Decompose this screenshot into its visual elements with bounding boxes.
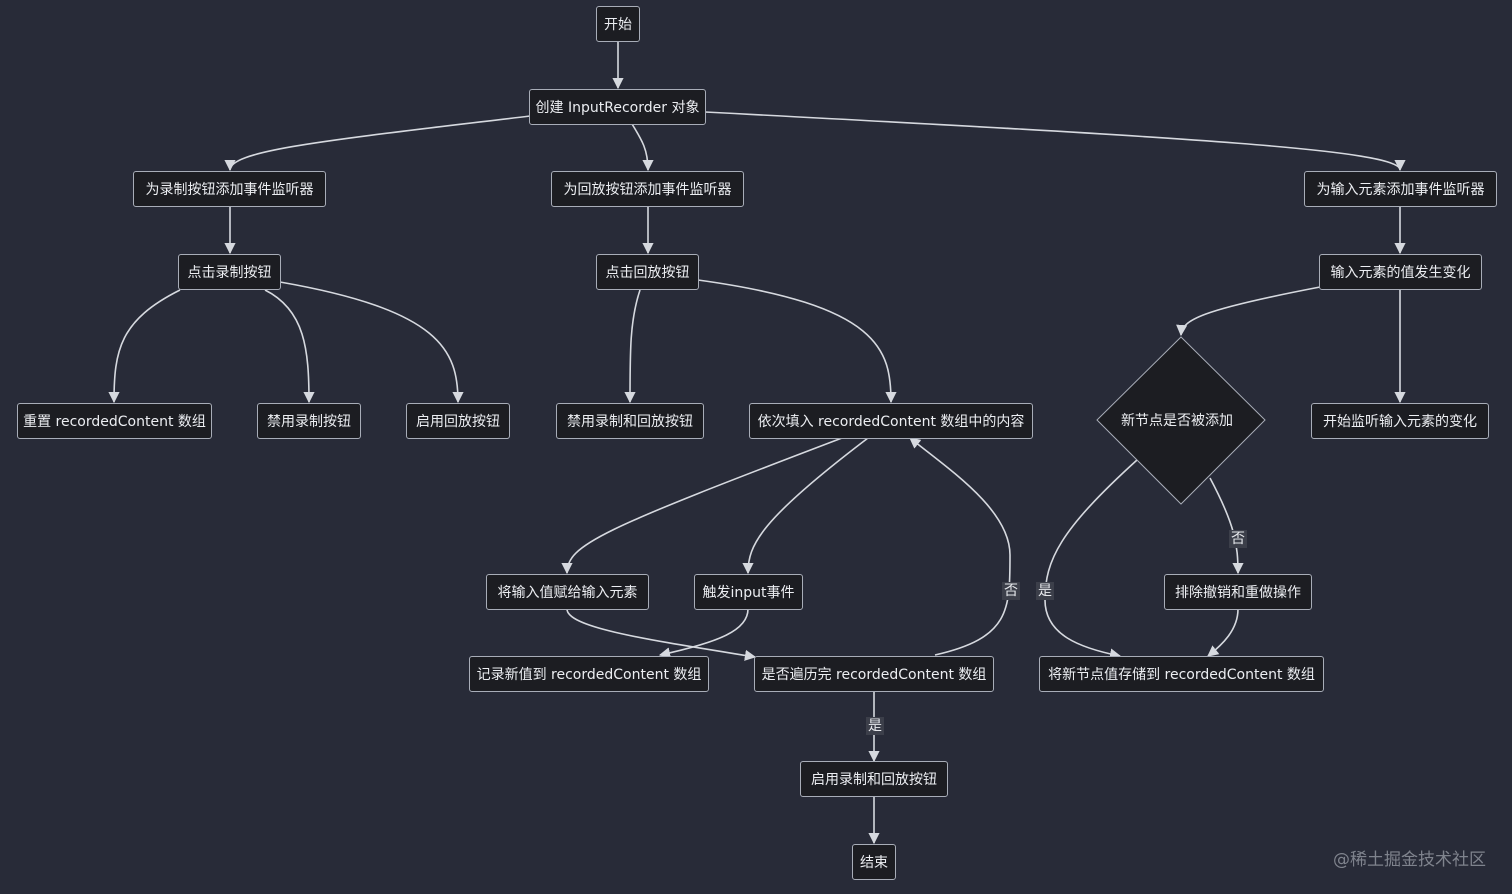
edge-click-play-fill: [697, 279, 897, 404]
edge-click-play-disable-both: [624, 289, 641, 404]
node-exclude-undo: 排除撤销和重做操作: [1164, 574, 1312, 610]
edge-is-added-exclude: [1209, 477, 1244, 575]
edge-click-rec-reset: [108, 289, 181, 404]
edge-trigger-record-new: [658, 608, 749, 659]
decision-label: 新节点是否被添加: [1121, 413, 1233, 429]
edge-click-rec-enable-play: [279, 281, 464, 404]
edge-fill-assign: [561, 437, 843, 575]
node-click-record: 点击录制按钮: [178, 254, 281, 290]
edge-label-traversed-no: 否: [1002, 582, 1020, 600]
edge-traversed-fill: [909, 437, 1011, 656]
node-traversed-check: 是否遍历完 recordedContent 数组: [754, 656, 994, 692]
edge-click-rec-disable-rec: [264, 289, 315, 404]
node-fill-contents: 依次填入 recordedContent 数组中的内容: [749, 403, 1033, 439]
node-enable-play: 启用回放按钮: [406, 403, 510, 439]
edge-create-rec-listener: [224, 115, 531, 172]
node-disable-both: 禁用录制和回放按钮: [556, 403, 704, 439]
node-trigger-input: 触发input事件: [694, 574, 803, 610]
node-end: 结束: [852, 844, 896, 880]
edge-create-play-listener: [631, 123, 654, 172]
node-reset-recorded: 重置 recordedContent 数组: [17, 403, 212, 439]
node-start: 开始: [596, 6, 640, 42]
node-input-listener: 为输入元素添加事件监听器: [1304, 171, 1497, 207]
node-create-recorder: 创建 InputRecorder 对象: [529, 89, 706, 125]
edge-label-added-no: 否: [1229, 530, 1247, 548]
edge-assign-traversed: [566, 608, 757, 661]
node-disable-record: 禁用录制按钮: [257, 403, 361, 439]
node-record-listener: 为录制按钮添加事件监听器: [133, 171, 326, 207]
edge-create-input-listener: [704, 111, 1406, 172]
node-enable-both: 启用录制和回放按钮: [800, 761, 948, 797]
node-store-new: 将新节点值存储到 recordedContent 数组: [1039, 656, 1324, 692]
edge-is-added-store-new: [1044, 459, 1138, 660]
node-play-listener: 为回放按钮添加事件监听器: [551, 171, 744, 207]
watermark: @稀土掘金技术社区: [1333, 850, 1486, 870]
node-input-change: 输入元素的值发生变化: [1319, 254, 1482, 290]
edge-fill-trigger: [742, 437, 869, 575]
edge-label-traversed-yes: 是: [866, 717, 884, 735]
node-assign-value: 将输入值赋给输入元素: [486, 574, 649, 610]
decision-diamond: [1096, 336, 1266, 505]
edge-exclude-store-new: [1207, 608, 1239, 657]
node-start-listening: 开始监听输入元素的变化: [1311, 403, 1489, 439]
node-click-play: 点击回放按钮: [596, 254, 699, 290]
edge-label-added-yes: 是: [1036, 582, 1054, 600]
edge-input-change-is-added: [1176, 286, 1321, 337]
node-record-new: 记录新值到 recordedContent 数组: [469, 656, 709, 692]
